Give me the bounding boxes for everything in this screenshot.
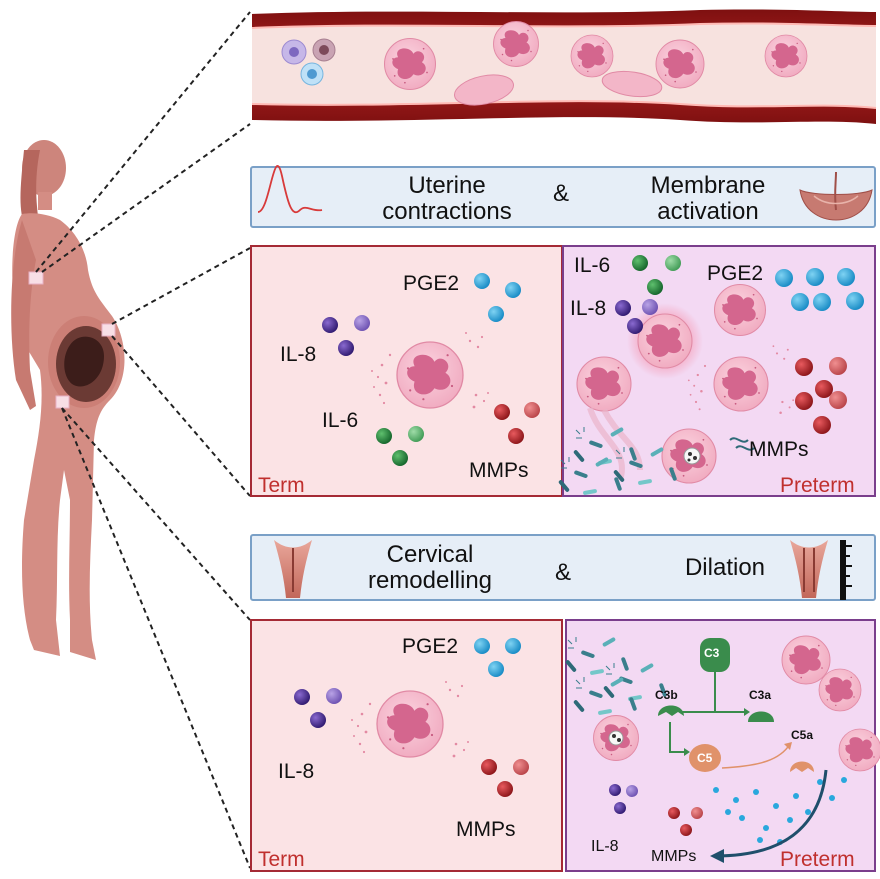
banner-bottom-right-label: Dilation [684, 554, 766, 581]
cervix-icon [274, 540, 312, 598]
label-il6-top-term: IL-6 [322, 409, 359, 432]
corner-label-bottom-preterm: Preterm [780, 848, 855, 871]
complement-c5-label: C5 [697, 751, 713, 765]
panel-top-term [250, 245, 563, 497]
label-mmps-top-preterm: MMPs [749, 438, 809, 461]
pregnant-woman-figure [11, 140, 125, 660]
banner-top-connector: & [552, 180, 569, 207]
banner-bottom [250, 534, 876, 601]
label-il8-bottom-term: IL-8 [278, 760, 315, 783]
banner-top [250, 165, 876, 228]
banner-bottom-left-label: Cervical remodelling [367, 541, 493, 594]
label-il6-top-preterm: IL-6 [574, 254, 611, 277]
complement-c3a-label: C3a [749, 688, 772, 702]
banner-bottom-connector: & [554, 559, 571, 586]
label-mmps-top-term: MMPs [469, 459, 529, 482]
membrane-placenta-icon [799, 171, 873, 221]
zoom-connector-lines [35, 11, 251, 869]
corner-label-bottom-term: Term [258, 848, 305, 871]
complement-c5a-label: C5a [791, 728, 814, 742]
blood-vessel [251, 9, 877, 124]
complement-c3b-label: C3b [655, 688, 678, 702]
label-il8-top-preterm: IL-8 [570, 297, 607, 320]
panel-bottom-preterm [564, 619, 880, 872]
corner-label-top-term: Term [258, 474, 305, 497]
label-pge2-top-preterm: PGE2 [707, 262, 764, 285]
label-mmps-bottom-term: MMPs [456, 818, 516, 841]
banner-top-right-label: Membrane activation [650, 172, 766, 225]
label-mmps-bottom-preterm: MMPs [651, 848, 697, 865]
label-pge2-top-term: PGE2 [403, 272, 460, 295]
corner-label-top-preterm: Preterm [780, 474, 855, 497]
label-pge2-bottom-term: PGE2 [402, 635, 459, 658]
label-il8-bottom-preterm: IL-8 [591, 838, 619, 855]
complement-c3-label: C3 [704, 646, 720, 660]
banner-top-left-label: Uterine contractions [382, 172, 512, 225]
panel-top-preterm [557, 245, 876, 497]
dilated-cervix-icon [790, 540, 828, 598]
ruler-icon [840, 540, 852, 600]
panel-bottom-term [250, 619, 563, 872]
contraction-waveform-icon [257, 165, 323, 213]
label-il8-top-term: IL-8 [280, 343, 317, 366]
